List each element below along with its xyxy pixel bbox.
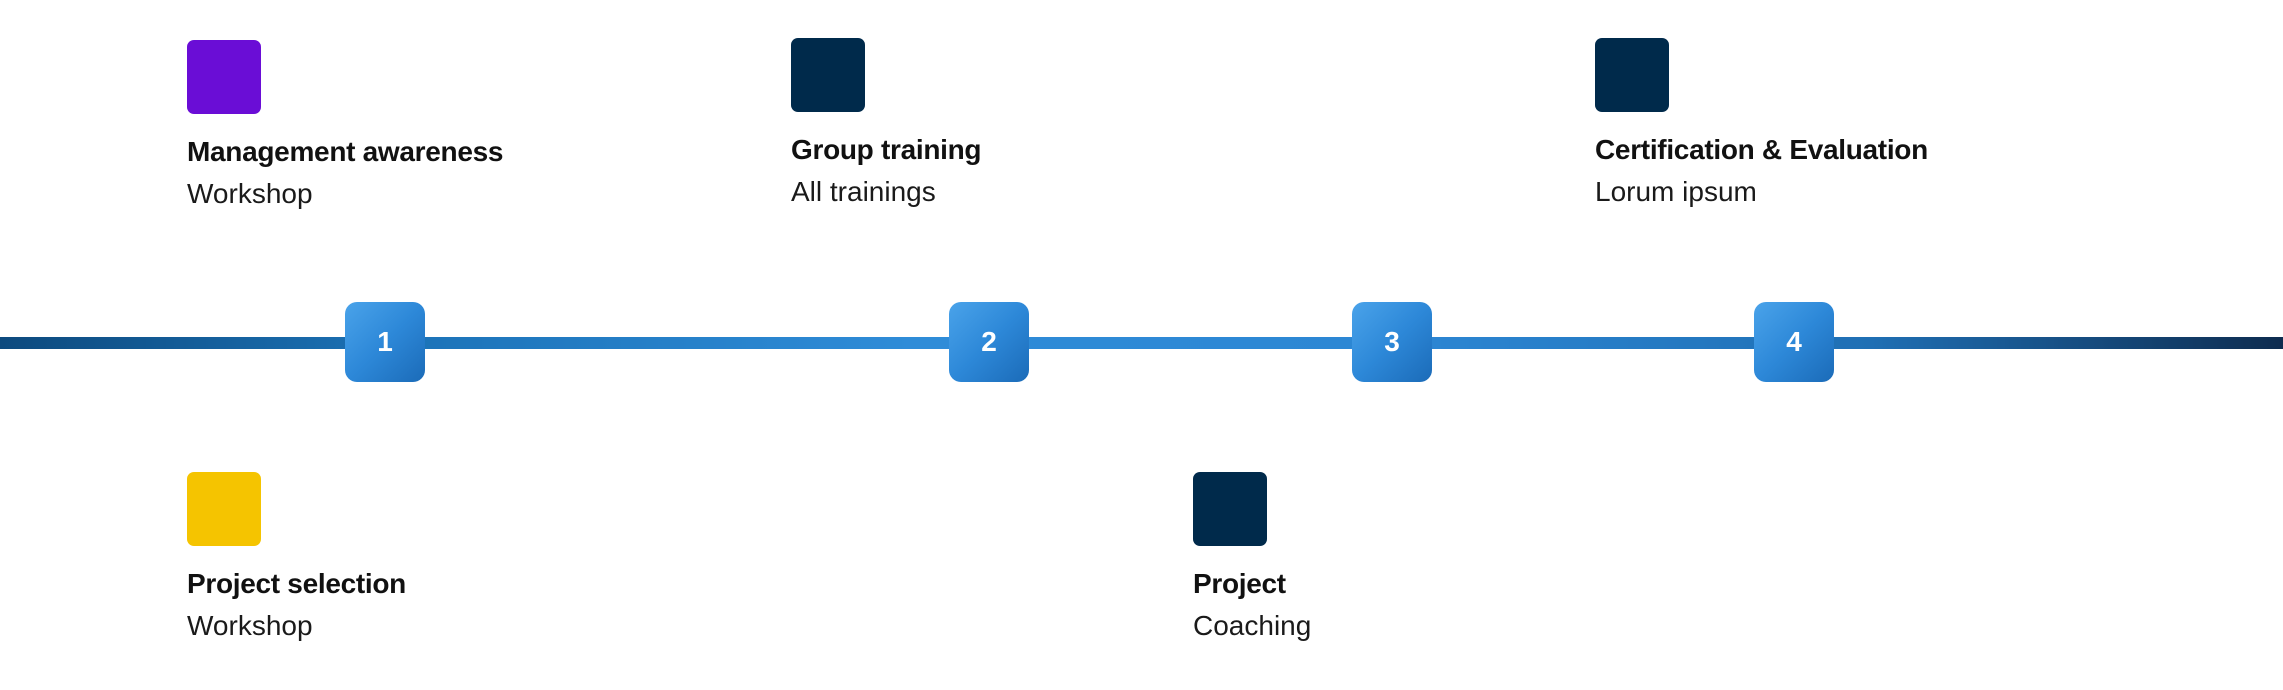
step-marker-1: 1 bbox=[345, 302, 425, 382]
color-square bbox=[187, 40, 261, 114]
color-square bbox=[1193, 472, 1267, 546]
milestone-title: Group training bbox=[791, 134, 982, 165]
milestone-management-awareness: Management awareness Workshop bbox=[187, 40, 503, 210]
milestone-subtitle: Coaching bbox=[1193, 610, 1312, 641]
color-square bbox=[187, 472, 261, 546]
step-number: 1 bbox=[377, 326, 393, 357]
milestone-title: Project bbox=[1193, 568, 1286, 599]
milestone-subtitle: Workshop bbox=[187, 610, 313, 641]
timeline-line bbox=[0, 337, 2283, 349]
milestone-title: Certification & Evaluation bbox=[1595, 134, 1928, 165]
milestone-subtitle: All trainings bbox=[791, 176, 936, 207]
color-square bbox=[1595, 38, 1669, 112]
milestone-title: Project selection bbox=[187, 568, 406, 599]
milestone-subtitle: Workshop bbox=[187, 178, 313, 209]
milestone-project: Project Coaching bbox=[1193, 472, 1311, 642]
color-square bbox=[791, 38, 865, 112]
step-marker-4: 4 bbox=[1754, 302, 1834, 382]
step-marker-2: 2 bbox=[949, 302, 1029, 382]
step-marker-3: 3 bbox=[1352, 302, 1432, 382]
milestone-group-training: Group training All trainings bbox=[791, 38, 982, 208]
milestone-subtitle: Lorum ipsum bbox=[1595, 176, 1757, 207]
step-number: 4 bbox=[1786, 326, 1802, 357]
step-number: 2 bbox=[981, 326, 997, 357]
step-number: 3 bbox=[1384, 326, 1400, 357]
milestone-title: Management awareness bbox=[187, 136, 504, 167]
milestone-project-selection: Project selection Workshop bbox=[187, 472, 406, 642]
milestone-certification-evaluation: Certification & Evaluation Lorum ipsum bbox=[1595, 38, 1928, 208]
